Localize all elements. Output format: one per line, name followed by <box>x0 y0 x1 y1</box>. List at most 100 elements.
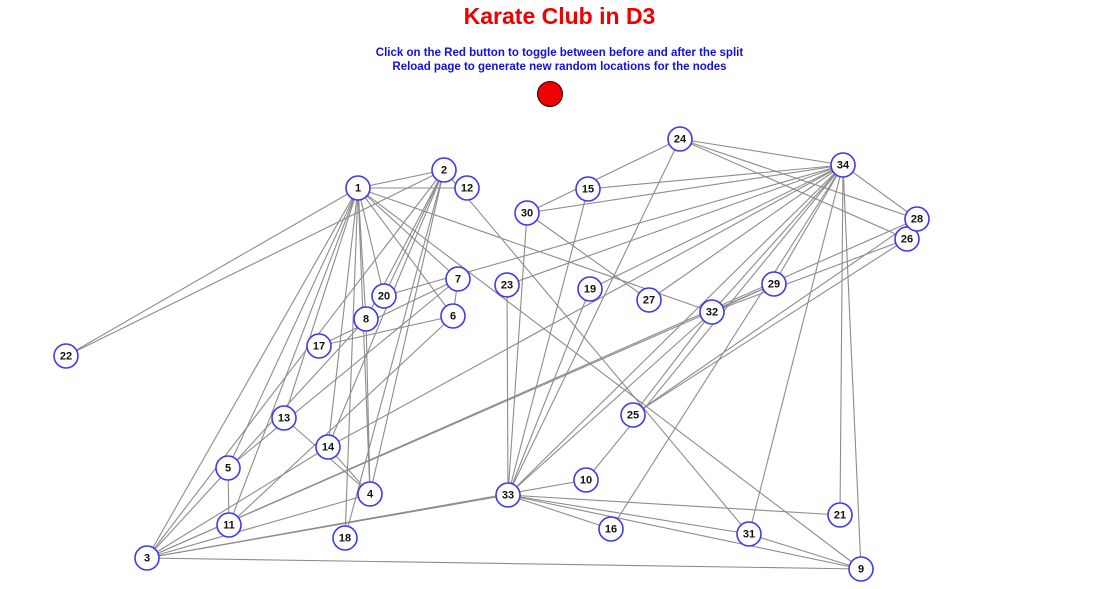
node-circle <box>761 271 787 297</box>
node-27[interactable]: 27 <box>636 287 662 313</box>
edge-25-26 <box>632 238 908 416</box>
node-6[interactable]: 6 <box>440 303 466 329</box>
node-21[interactable]: 21 <box>827 502 853 528</box>
node-25[interactable]: 25 <box>620 402 646 428</box>
edge-16-34 <box>610 164 844 530</box>
edge-1-5 <box>227 187 359 469</box>
node-label: 32 <box>706 307 718 319</box>
node-circle <box>315 434 341 460</box>
node-circle <box>598 516 624 542</box>
node-3[interactable]: 3 <box>134 545 160 571</box>
node-circle <box>454 175 480 201</box>
node-5[interactable]: 5 <box>215 455 241 481</box>
node-label: 26 <box>901 234 913 246</box>
node-circle <box>667 126 693 152</box>
edge-2-20 <box>383 169 445 297</box>
edge-21-34 <box>839 164 844 516</box>
node-31[interactable]: 31 <box>736 521 762 547</box>
edge-3-8 <box>146 318 367 559</box>
edge-32-33 <box>507 311 713 496</box>
node-label: 31 <box>743 529 755 541</box>
edge-1-18 <box>344 187 359 539</box>
edge-27-34 <box>648 164 844 301</box>
edge-25-28 <box>632 218 918 416</box>
node-circle <box>894 226 920 252</box>
node-circle <box>431 157 457 183</box>
edge-5-7 <box>227 278 459 469</box>
node-12[interactable]: 12 <box>454 175 480 201</box>
edge-2-18 <box>344 169 445 539</box>
toggle-split-button[interactable] <box>537 81 563 107</box>
edge-29-34 <box>773 164 844 285</box>
edge-28-34 <box>842 164 918 220</box>
node-label: 10 <box>580 475 592 487</box>
page-title: Karate Club in D3 <box>463 3 656 29</box>
node-10[interactable]: 10 <box>573 467 599 493</box>
edge-32-34 <box>711 164 844 313</box>
node-14[interactable]: 14 <box>315 434 341 460</box>
node-circle <box>620 402 646 428</box>
node-circle <box>830 152 856 178</box>
node-13[interactable]: 13 <box>271 405 297 431</box>
edge-15-33 <box>507 188 589 496</box>
edge-3-33 <box>146 494 509 559</box>
edge-19-33 <box>507 288 591 496</box>
node-label: 8 <box>363 314 369 326</box>
edge-1-4 <box>357 187 371 495</box>
edge-15-34 <box>587 164 844 190</box>
edge-24-30 <box>526 138 681 214</box>
node-28[interactable]: 28 <box>904 206 930 232</box>
node-15[interactable]: 15 <box>575 176 601 202</box>
node-16[interactable]: 16 <box>598 516 624 542</box>
node-circle <box>53 343 79 369</box>
node-circle <box>357 481 383 507</box>
node-17[interactable]: 17 <box>306 333 332 359</box>
node-circle <box>306 333 332 359</box>
edge-2-3 <box>146 169 445 559</box>
edge-16-33 <box>507 494 612 530</box>
node-8[interactable]: 8 <box>353 306 379 332</box>
node-label: 4 <box>367 489 374 501</box>
node-label: 17 <box>313 341 325 353</box>
node-30[interactable]: 30 <box>514 200 540 226</box>
node-19[interactable]: 19 <box>577 276 603 302</box>
node-circle <box>848 556 874 582</box>
node-circle <box>215 455 241 481</box>
edge-1-22 <box>65 187 359 357</box>
edge-7-17 <box>318 278 459 347</box>
node-circle <box>445 266 471 292</box>
node-label: 11 <box>223 520 235 532</box>
edge-1-13 <box>283 187 359 419</box>
node-22[interactable]: 22 <box>53 343 79 369</box>
node-label: 15 <box>582 184 594 196</box>
node-29[interactable]: 29 <box>761 271 787 297</box>
node-26[interactable]: 26 <box>894 226 920 252</box>
node-2[interactable]: 2 <box>431 157 457 183</box>
edge-33-34 <box>507 164 844 496</box>
edge-3-29 <box>146 283 775 559</box>
edge-1-3 <box>146 187 359 559</box>
edge-6-17 <box>318 315 454 347</box>
node-32[interactable]: 32 <box>699 299 725 325</box>
node-label: 13 <box>278 413 290 425</box>
nodes-layer: 1234567891011121314151617181920212223242… <box>53 126 930 582</box>
node-label: 34 <box>837 160 850 172</box>
node-label: 20 <box>378 291 390 303</box>
node-11[interactable]: 11 <box>216 512 242 538</box>
edge-3-4 <box>146 493 371 559</box>
edge-23-33 <box>506 284 509 496</box>
node-label: 1 <box>355 183 361 195</box>
node-24[interactable]: 24 <box>667 126 693 152</box>
node-7[interactable]: 7 <box>445 266 471 292</box>
node-20[interactable]: 20 <box>371 283 397 309</box>
node-1[interactable]: 1 <box>345 175 371 201</box>
node-4[interactable]: 4 <box>357 481 383 507</box>
edge-9-34 <box>842 164 862 570</box>
node-18[interactable]: 18 <box>332 525 358 551</box>
node-34[interactable]: 34 <box>830 152 856 178</box>
node-33[interactable]: 33 <box>495 482 521 508</box>
node-circle <box>636 287 662 313</box>
node-23[interactable]: 23 <box>494 272 520 298</box>
node-9[interactable]: 9 <box>848 556 874 582</box>
instruction-reload-text: Reload page to generate new random locat… <box>392 61 727 73</box>
